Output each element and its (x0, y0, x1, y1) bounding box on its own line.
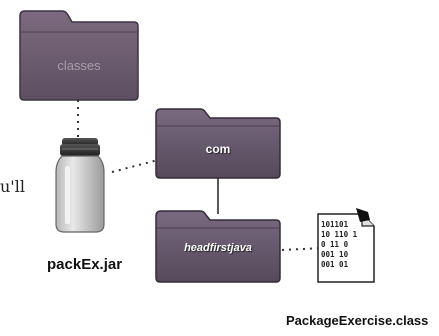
jar-caption: packEx.jar (47, 256, 123, 273)
bit-row: 001 01 (321, 260, 349, 269)
headfirstjava-folder-label: headfirstjava (184, 242, 252, 254)
class-file-caption: PackageExercise.class (286, 313, 429, 328)
cropped-text-fragment: u'll (0, 177, 25, 196)
jar-to-com-connector (111, 159, 159, 173)
classes-folder: classes (16, 8, 142, 102)
folder-icon (19, 10, 139, 101)
com-folder: com (152, 106, 284, 180)
folder-icon (155, 210, 281, 283)
bit-row: 0 11 0 (321, 240, 349, 249)
class-file-document: 101101 10 110 1 0 11 0 001 10 001 01 (316, 208, 378, 284)
jar-icon (52, 136, 108, 236)
class-file-bits: 101101 10 110 1 0 11 0 001 10 001 01 (321, 220, 357, 270)
classes-folder-label: classes (57, 58, 101, 73)
bit-row: 001 10 (321, 250, 349, 259)
bit-row: 10 110 1 (321, 230, 358, 239)
folder-icon (155, 108, 281, 179)
headfirstjava-folder: headfirstjava (152, 208, 284, 284)
com-folder-label: com (205, 142, 231, 156)
document-icon (317, 208, 375, 283)
bit-row: 101101 (321, 220, 349, 229)
